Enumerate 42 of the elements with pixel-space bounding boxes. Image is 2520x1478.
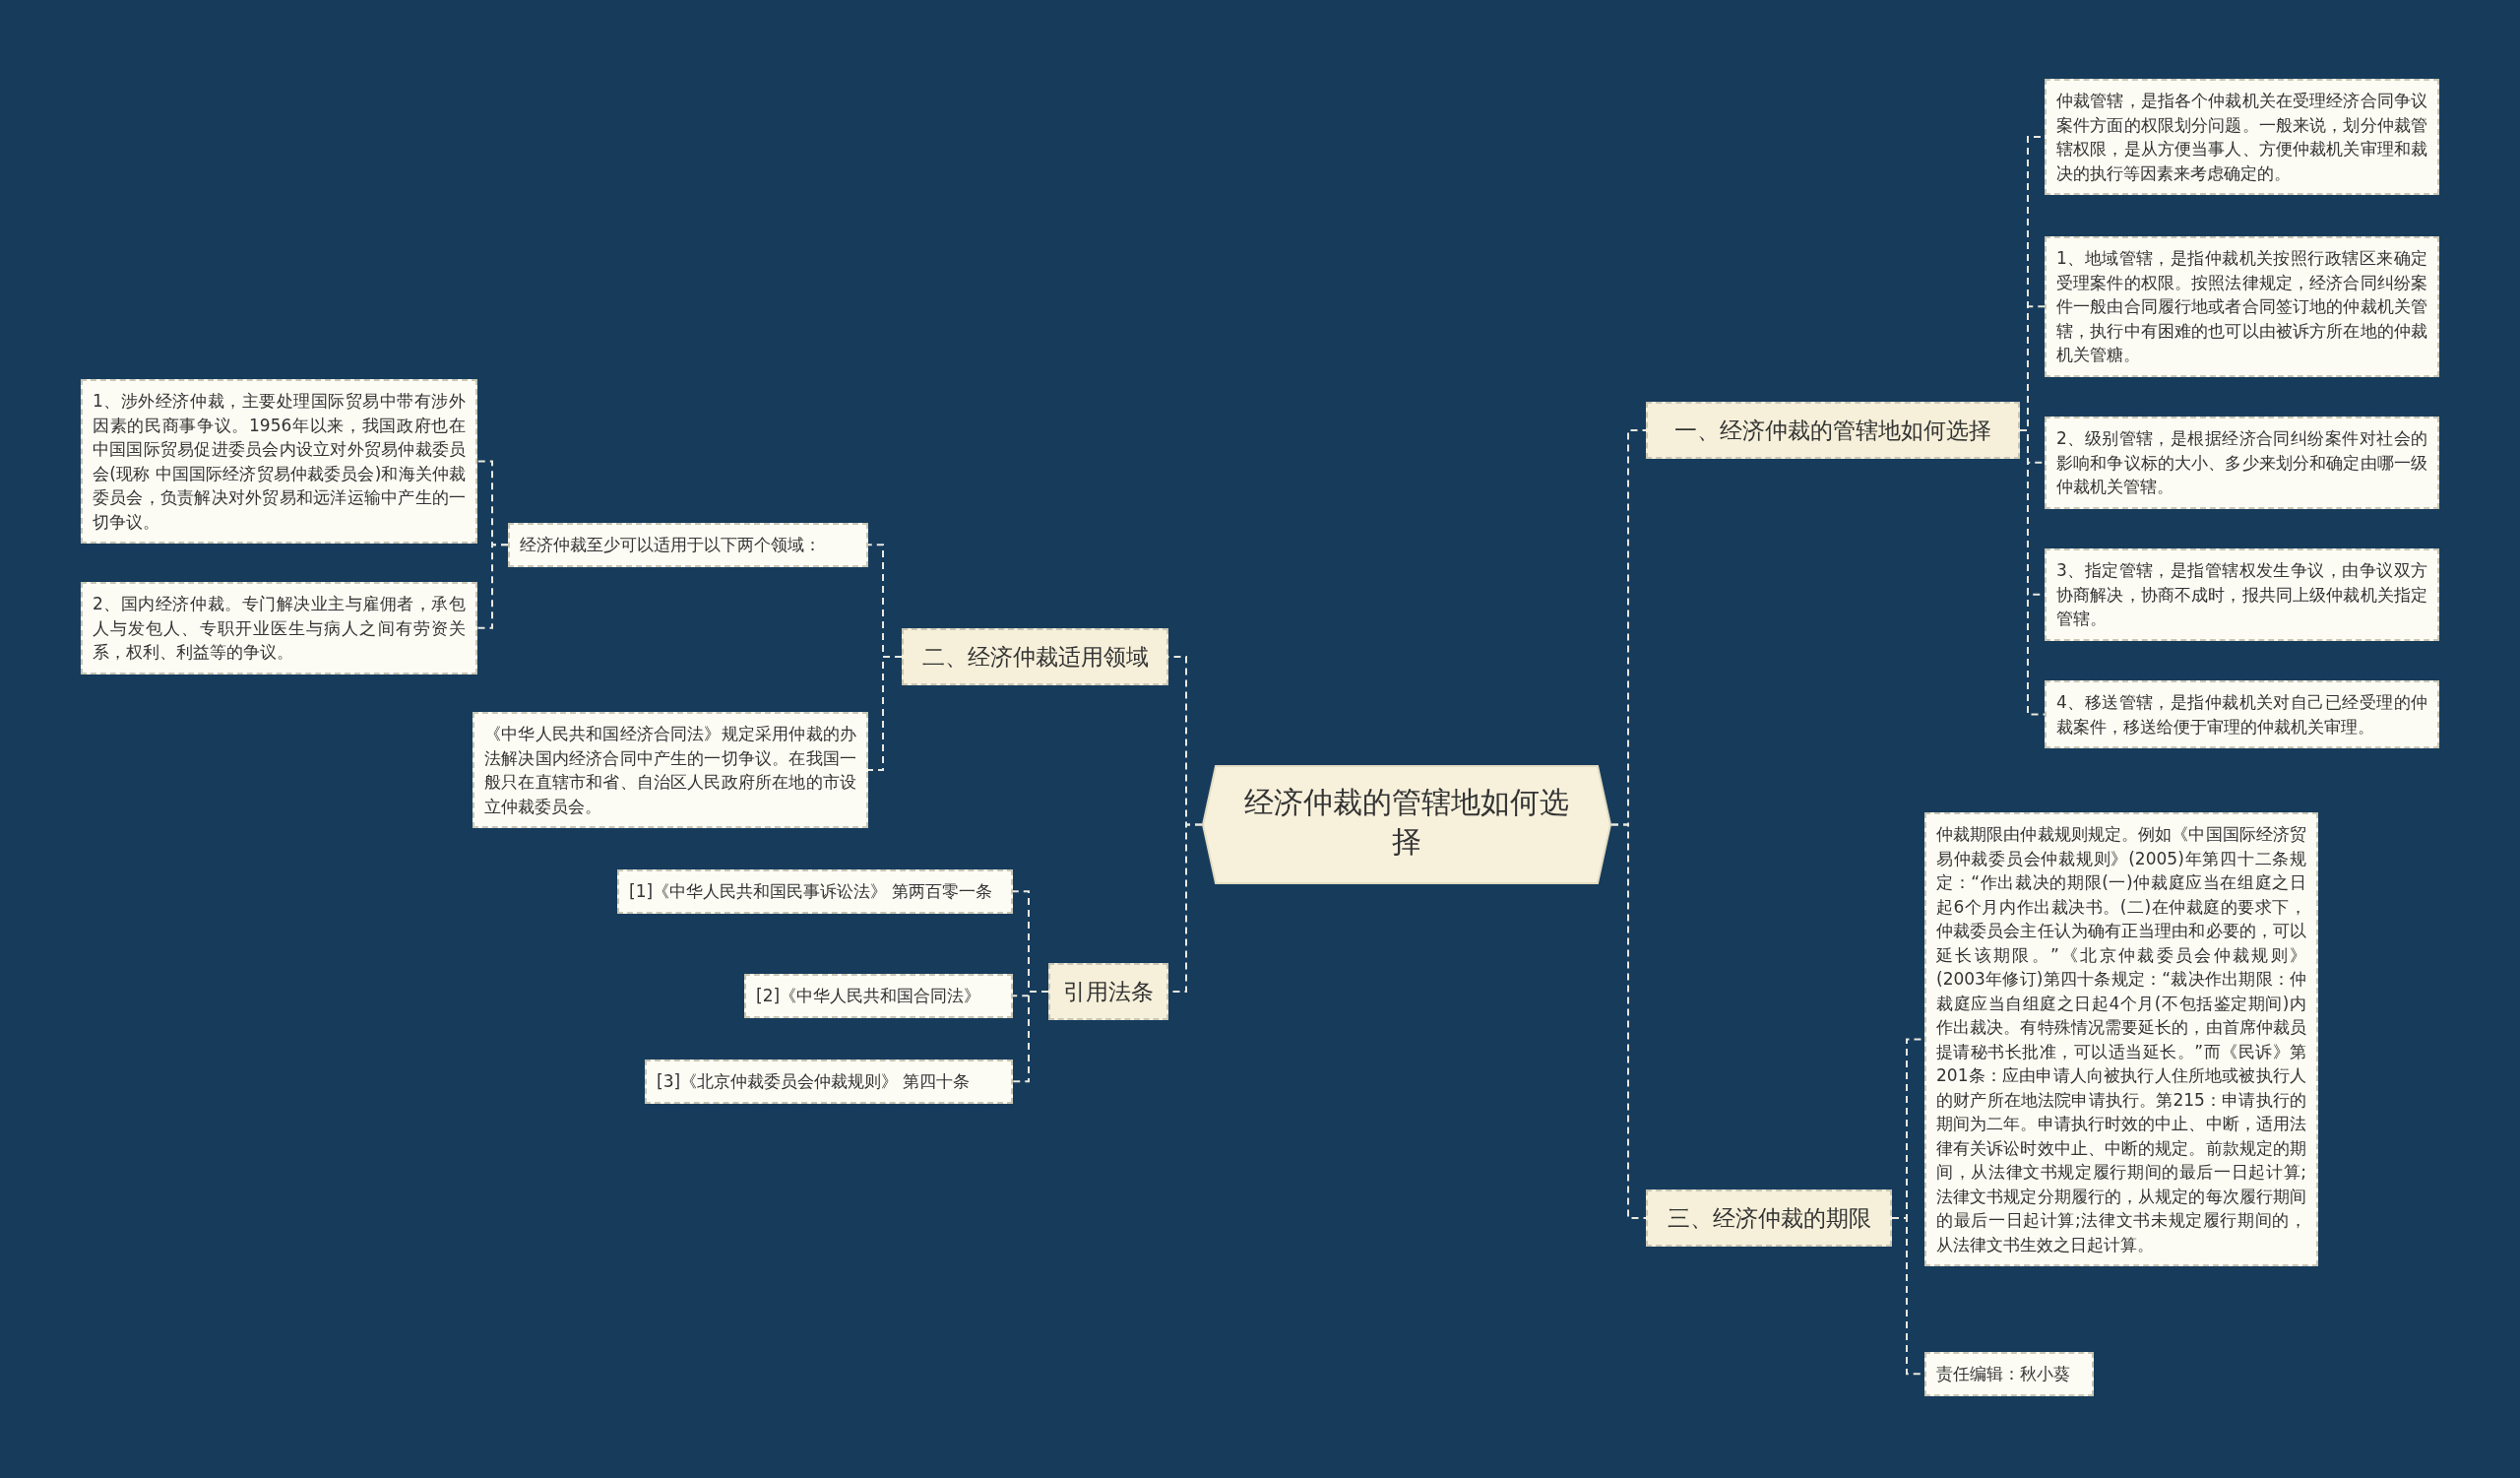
topic-text: [3]《北京仲裁委员会仲裁规则》 第四十条 [657,1070,972,1093]
topic-text: 1、涉外经济仲裁，主要处理国际贸易中带有涉外因素的民商事争议。1956年以来，我国政府也在中国国际贸易促进委员会内设立对外贸易仲裁委员会(现称 中国国际经济贸易仲裁委员会)和海关仲裁委员会，负责解决对外贸易和远洋运输中产生的一切争议。 [93,390,466,534]
topic-text: 引用法条 [1062,978,1155,1006]
topic-text: [1]《中华人民共和国民事诉讼法》 第两百零一条 [629,880,994,903]
text-card [2045,548,2439,641]
topic-text: 仲裁管辖，是指各个仲裁机关在受理经济合同争议案件方面的权限划分问题。一般来说，划分仲裁管辖权限，是从方便当事人、方便仲裁机关审理和裁决的执行等因素来考虑确定的。 [2056,90,2427,185]
text-card [1924,1352,2094,1396]
text-card [2045,79,2439,195]
topic-text: 一、经济仲裁的管辖地如何选择 [1673,417,1992,445]
root-topic-hexagon [1202,765,1611,884]
topic-text: 4、移送管辖，是指仲裁机关对自己已经受理的仲裁案件，移送给便于审理的仲裁机关审理。 [2056,691,2427,739]
topic-text: 经济仲裁的管辖地如何选择 [1243,784,1570,861]
topic-text: 三、经济仲裁的期限 [1666,1204,1872,1233]
topic-text: 1、地域管辖，是指仲裁机关按照行政辖区来确定受理案件的权限。按照法律规定，经济合同纠纷案件一般由合同履行地或者合同签订地的仲裁机关管辖，执行中有困难的也可以由被诉方所在地的仲裁机关管糖。 [2056,247,2427,366]
topic-text: 《中华人民共和国经济合同法》规定采用仲裁的办法解决国内经济合同中产生的一切争议。在我国一般只在直辖市和省、自治区人民政府所在地的市设立仲裁委员会。 [484,723,856,818]
topic-text: [2]《中华人民共和国合同法》 [756,985,982,1007]
connector-line [476,544,509,629]
connector-line [867,656,903,771]
branch-topic-box [902,628,1168,685]
connector-line [2019,429,2046,716]
topic-text: 二、经济仲裁适用领域 [920,643,1150,672]
connector-line [1610,823,1647,1219]
connector-line [1012,991,1049,1083]
text-card [645,1060,1013,1104]
branch-topic-box [1646,1189,1892,1247]
topic-text: 2、级别管辖，是根据经济合同纠纷案件对社会的影响和争议标的大小、多少来划分和确定由哪一级仲裁机关管辖。 [2056,427,2427,498]
topic-text: 3、指定管辖，是指管辖权发生争议，由争议双方协商解决，协商不成时，报共同上级仲裁机关指定管辖。 [2056,559,2427,630]
text-card [472,712,868,828]
text-card [2045,417,2439,509]
text-card [508,523,868,567]
topic-text: 经济仲裁至少可以适用于以下两个领域： [520,534,822,556]
text-card [617,869,1013,914]
text-card [2045,680,2439,748]
text-card [81,379,477,544]
text-card [81,582,477,675]
text-card [2045,236,2439,377]
branch-topic-box [1048,963,1168,1020]
branch-topic-box [1646,402,2020,459]
text-card [744,974,1013,1018]
topic-text: 责任编辑：秋小葵 [1936,1363,2071,1385]
topic-text: 2、国内经济仲裁。专门解决业主与雇佣者，承包人与发包人、专职开业医生与病人之间有劳资关系，权利、利益等的争议。 [93,593,466,664]
topic-text: 仲裁期限由仲裁规则规定。例如《中国国际经济贸易仲裁委员会仲裁规则》(2005)年第四十二条规定：“作出裁决的期限(一)仲裁庭应当在组庭之日起6个月内作出裁决书。(二)在仲裁庭的要求下，仲裁委员会主任认为确有正当理由和必要的，可以延长该期限。”《北京仲裁委员会仲裁规则》(2003年修订)第四十条规定：“裁决作出期限：仲裁庭应当自组庭之日起4个月(不包括鉴定期间)内作出裁决。有特殊情况需要延长的，由首席仲裁员提请秘书长批准，可以适当延长。”而《民诉》第201条：应由申请人向被执行人住所地或被执行人的财产所在地法院申请执行。第215：申请执行的期间为二年。申请执行时效的中止、中断，适用法律有关诉讼时效中止、中断的规定。前款规定的期间，从法律文书规定履行期间的最后一日起计算;法律文书规定分期履行的，从规定的每次履行期间的最后一日起计算;法律文书未规定履行期间的，从法律文书生效之日起计算。 [1936,823,2306,1256]
